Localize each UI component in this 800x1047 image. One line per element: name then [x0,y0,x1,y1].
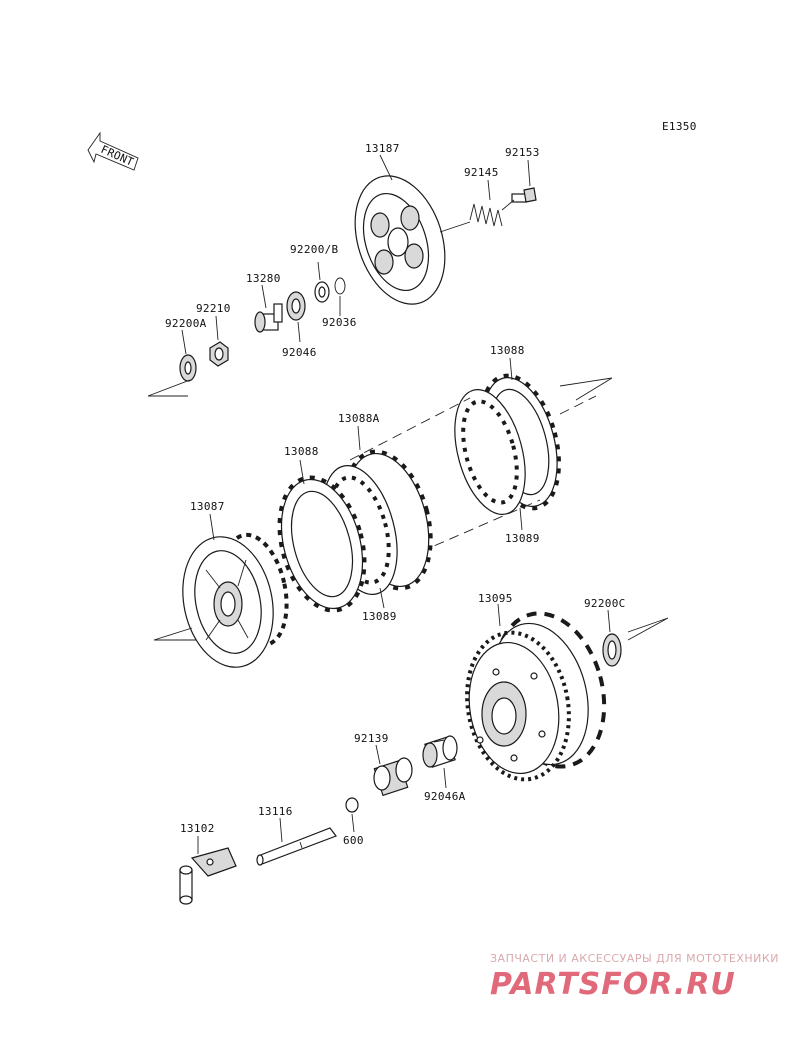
needle-bearing-92046A [422,735,458,768]
ball-600 [345,797,359,813]
label-92200A: 92200A [165,317,207,330]
label-92145: 92145 [464,166,499,179]
label-92046: 92046 [282,346,317,359]
label-13095: 13095 [478,592,513,605]
washer-92200A [179,354,197,382]
label-13187: 13187 [365,142,400,155]
label-13088-top: 13088 [490,344,525,357]
bolt-92153 [501,187,537,211]
circlip-92036 [334,277,346,295]
label-92200B: 92200/B [290,243,339,256]
label-13088A: 13088A [338,412,380,425]
label-92036: 92036 [322,316,357,329]
label-13089-right: 13089 [505,532,540,545]
pressure-plate-13187 [354,175,446,305]
push-rod-13116 [256,827,337,866]
label-92046A: 92046A [424,790,466,803]
label-92139: 92139 [354,732,389,745]
bearing-92046 [286,291,306,321]
sleeve-92139 [373,757,413,797]
pusher-13280 [254,303,283,333]
front-label: FRONT [99,143,136,169]
label-92153: 92153 [505,146,540,159]
release-lever-13102 [179,847,237,905]
washer-92200C [602,633,622,667]
watermark-tagline: ЗАПЧАСТИ И АКСЕССУАРЫ ДЛЯ МОТОТЕХНИКИ [490,952,779,965]
label-13089-mid: 13089 [362,610,397,623]
spring-92145 [439,203,503,233]
label-13116: 13116 [258,805,293,818]
label-92200C: 92200C [584,597,626,610]
label-13087: 13087 [190,500,225,513]
watermark-brand: PARTSFOR.RU [490,967,736,1002]
steel-plate-13089-right [454,389,526,515]
label-600: 600 [343,834,364,847]
label-13280: 13280 [246,272,281,285]
label-13102: 13102 [180,822,215,835]
clutch-housing-13087 [182,532,289,668]
front-arrow-icon: FRONT [87,131,139,171]
nut-92210 [209,341,229,367]
friction-plate-13088-mid [277,475,367,613]
label-92210: 92210 [196,302,231,315]
label-13088-mid: 13088 [284,445,319,458]
diagram-code: E1350 [662,120,697,133]
clutch-hub-13095 [465,611,607,782]
